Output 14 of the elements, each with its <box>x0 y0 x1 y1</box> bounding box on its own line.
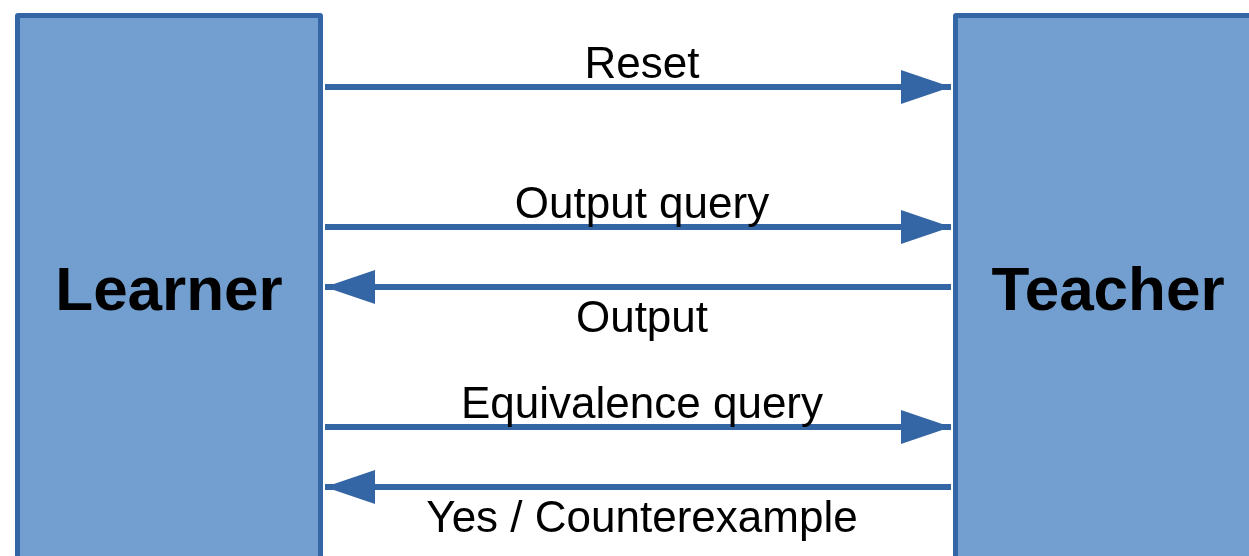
participant-label: Teacher <box>991 252 1225 324</box>
edge-label: Reset <box>584 41 700 85</box>
arrow <box>325 70 951 104</box>
arrow <box>325 470 951 504</box>
edge-label: Equivalence query <box>461 381 823 425</box>
participant-label: Learner <box>55 252 283 324</box>
participant-box <box>953 13 1249 556</box>
edge-label: Output query <box>514 181 770 225</box>
participant-box <box>15 13 323 556</box>
arrow <box>325 270 951 304</box>
edge-label: Yes / Counterexample <box>426 495 858 539</box>
arrow <box>325 210 951 244</box>
edge-label: Output <box>575 295 709 339</box>
arrow <box>325 410 951 444</box>
